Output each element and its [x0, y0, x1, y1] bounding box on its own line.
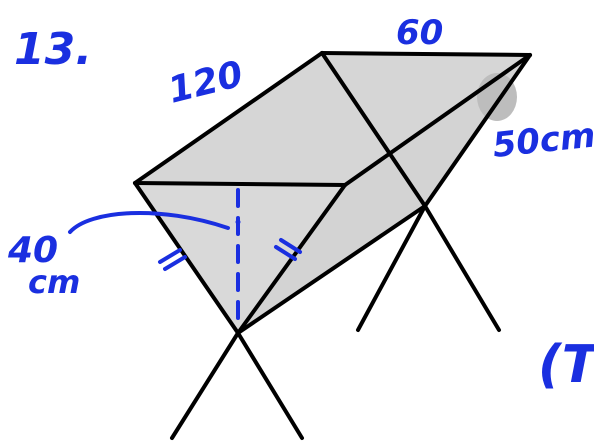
top-left-edge-line: [133, 51, 324, 185]
right-edge-label: 50cm: [491, 115, 594, 166]
height-label-leader: [68, 210, 230, 234]
front-leg-right: [236, 331, 304, 440]
back-leg-right: [423, 204, 501, 332]
tick-mark-right-1: [279, 238, 302, 254]
top-left-edge-label: 120: [164, 54, 247, 112]
height-value-label: 40: [7, 230, 58, 271]
back-leg-left: [356, 204, 427, 332]
back-right-side-line: [423, 53, 532, 208]
top-right-edge-line: [343, 53, 532, 187]
back-left-side-line: [320, 51, 427, 208]
bottom-ridge-line: [236, 204, 427, 335]
top-front-edge-line: [133, 181, 347, 187]
height-unit-label: cm: [28, 263, 80, 301]
cut-off-text: (T: [538, 335, 594, 395]
height-top-dot: [235, 219, 241, 225]
trough-side-face: [238, 55, 530, 333]
tick-mark-left-1: [158, 248, 182, 264]
trough-top-face: [135, 53, 530, 185]
problem-number: 13.: [14, 24, 92, 75]
tick-mark-left-2: [163, 255, 187, 271]
top-back-edge-line: [320, 51, 532, 57]
front-leg-left: [170, 331, 240, 440]
top-right-edge-label: 60: [396, 13, 443, 53]
tick-mark-right-2: [274, 245, 297, 261]
